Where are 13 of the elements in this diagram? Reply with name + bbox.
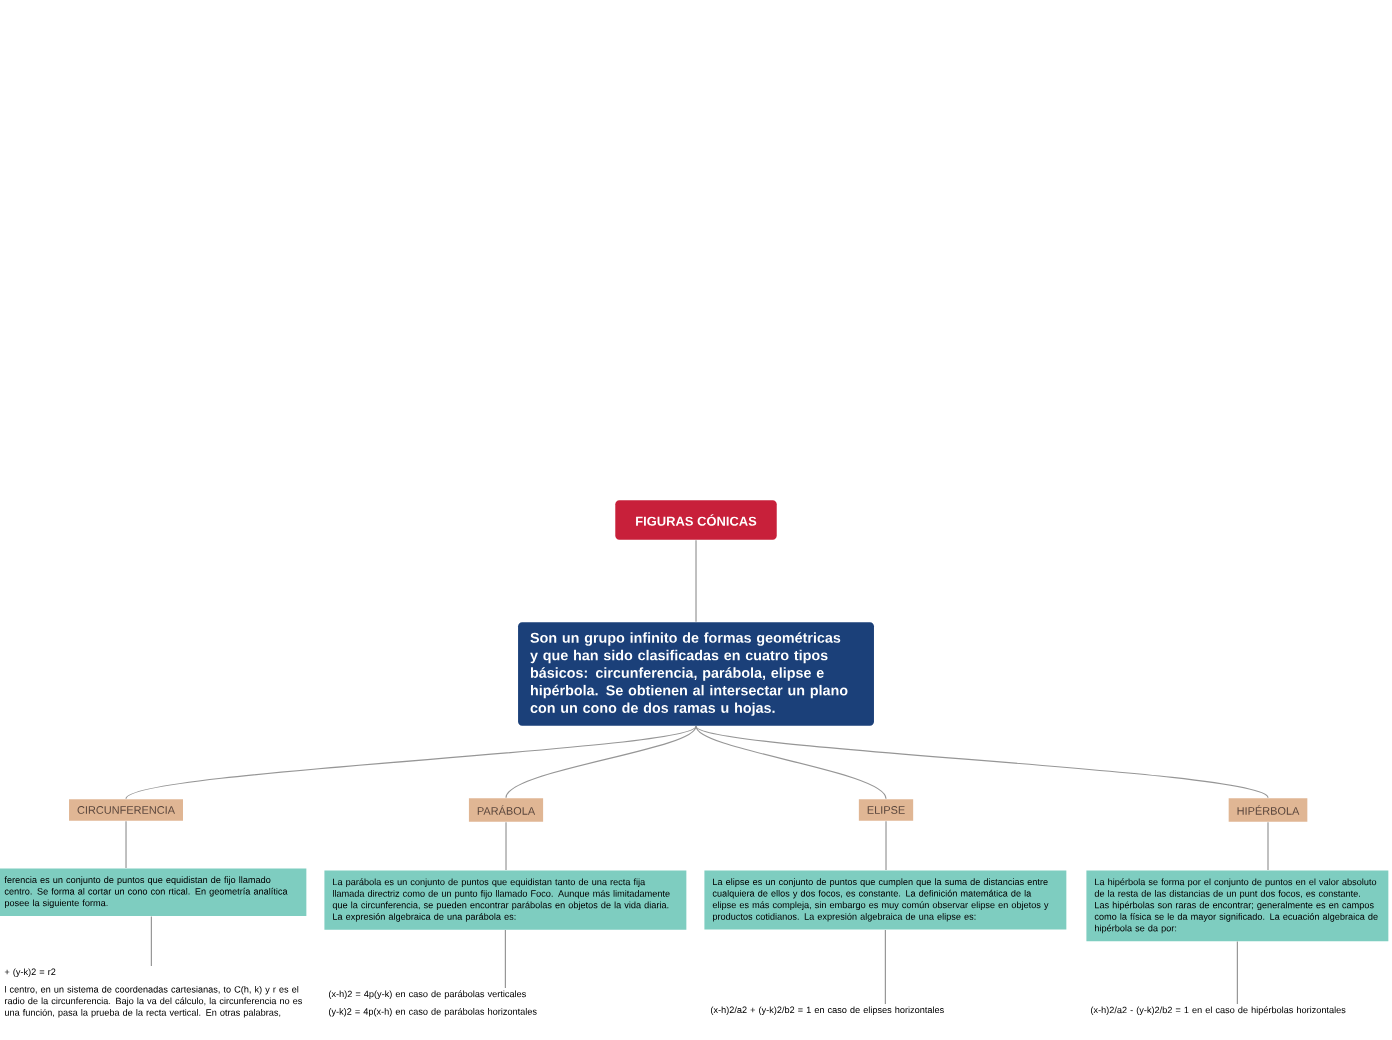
- connector-line: [505, 725, 697, 799]
- connector-line: [695, 725, 887, 800]
- connector-line: [695, 725, 1269, 799]
- connector-line: [1267, 821, 1269, 871]
- connector-line: [505, 821, 507, 871]
- connector-line: [1236, 941, 1238, 1005]
- connector-line: [695, 539, 697, 623]
- connector-line: [125, 820, 127, 869]
- connector-line: [150, 915, 152, 967]
- connector-line: [885, 820, 887, 871]
- connector-line: [884, 929, 886, 1005]
- connector-line: [504, 929, 506, 989]
- connector-line: [125, 725, 697, 800]
